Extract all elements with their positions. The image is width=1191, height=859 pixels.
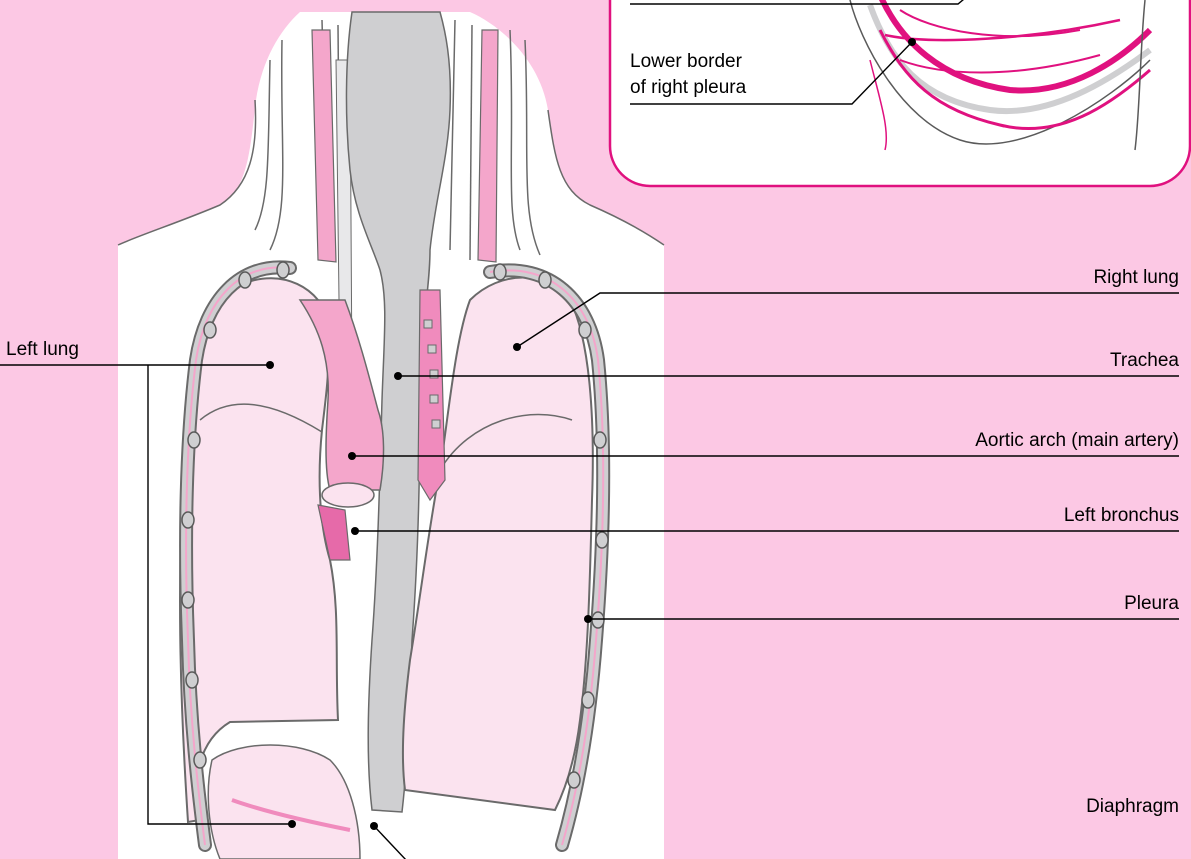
label-right-lung: Right lung bbox=[1093, 268, 1179, 287]
label-left-lung: Left lung bbox=[6, 340, 79, 359]
label-pleura: Pleura bbox=[1124, 594, 1179, 613]
label-left-bronchus: Left bronchus bbox=[1064, 506, 1179, 525]
label-aortic-arch: Aortic arch (main artery) bbox=[975, 431, 1179, 450]
label-lower-border-line2: of right pleura bbox=[630, 78, 746, 97]
label-diaphragm: Diaphragm bbox=[1086, 797, 1179, 816]
label-lower-border-line1: Lower border bbox=[630, 52, 742, 71]
label-trachea: Trachea bbox=[1110, 351, 1179, 370]
